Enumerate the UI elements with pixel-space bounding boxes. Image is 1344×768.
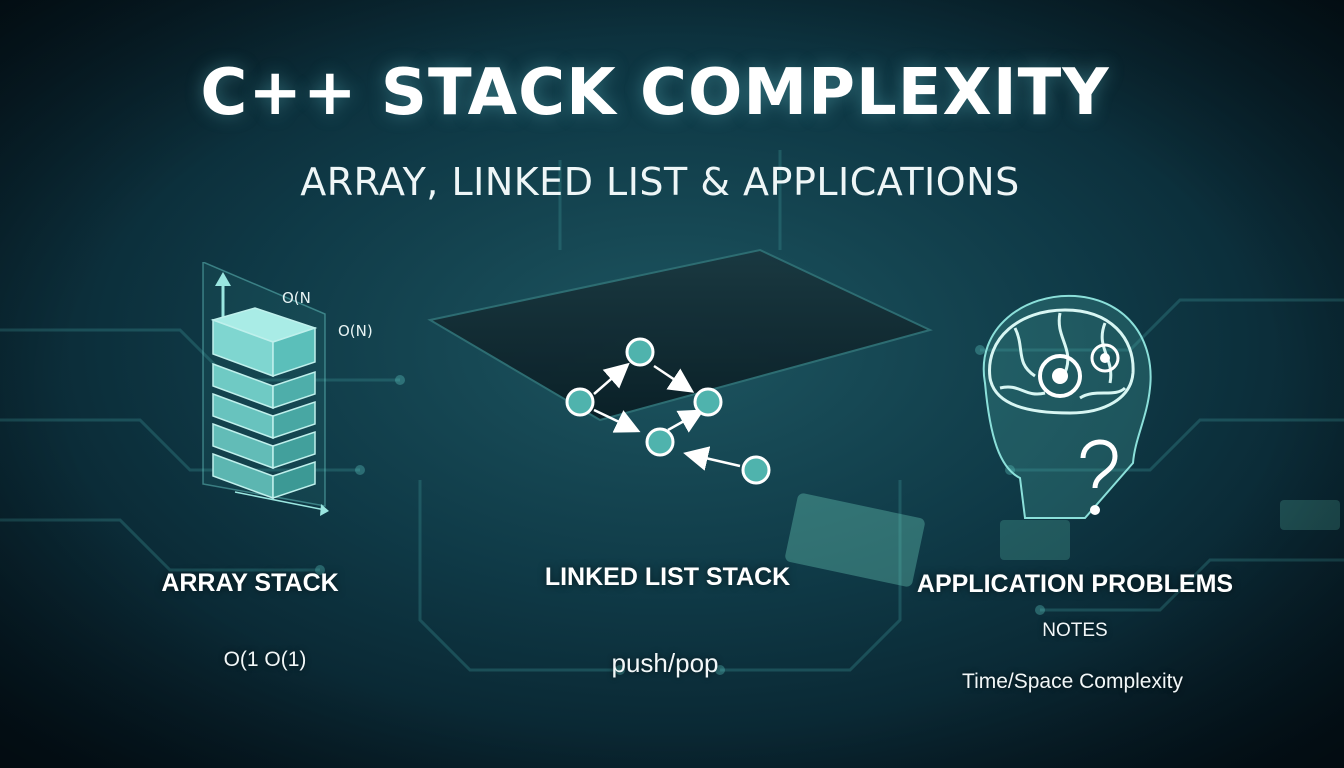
array-stack-complexity: O(1 O(1) [223, 648, 307, 671]
application-subtitle: Time/Space Complexity [962, 670, 1183, 693]
brain-gear-question-icon [965, 288, 1160, 523]
application-notes: NOTES [1042, 620, 1108, 641]
page-subtitle: ARRAY, LINKED LIST & APPLICATIONS [300, 160, 1020, 204]
array-annotation-top: O(N [282, 289, 311, 307]
array-annotation-side: O(N) [338, 322, 373, 340]
page-title: C++ STACK COMPLEXITY [200, 56, 1110, 130]
linked-list-stack-title: LINKED LIST STACK [544, 563, 791, 591]
linked-nodes-icon [560, 330, 790, 500]
application-problems-title: APPLICATION PROBLEMS [916, 570, 1234, 598]
linked-list-operation: push/pop [611, 648, 719, 678]
stacked-blocks-icon [195, 262, 355, 522]
array-stack-title: ARRAY STACK [161, 569, 339, 597]
